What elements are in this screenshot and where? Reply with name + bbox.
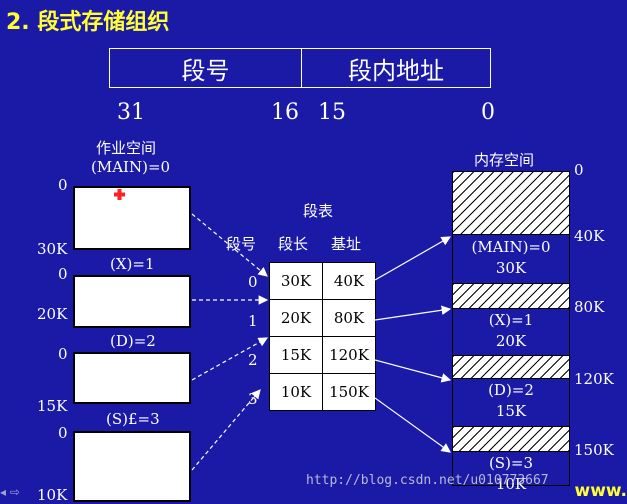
mem-arrow-d	[375, 360, 450, 380]
job-arrow-d	[192, 338, 267, 380]
mem-arrow-main	[375, 237, 450, 280]
slide-nav-icon[interactable]: ◂ ⇨	[0, 485, 20, 499]
mem-arrow-s	[375, 398, 450, 452]
table-to-memory-arrows	[375, 237, 450, 452]
job-arrow-s	[192, 390, 260, 470]
job-arrow-main	[192, 214, 267, 276]
mem-arrow-x	[375, 309, 450, 320]
corner-text: www.	[575, 481, 627, 501]
watermark-text: http://blog.csdn.net/u010773667	[306, 473, 549, 488]
job-to-table-arrows	[192, 214, 267, 470]
